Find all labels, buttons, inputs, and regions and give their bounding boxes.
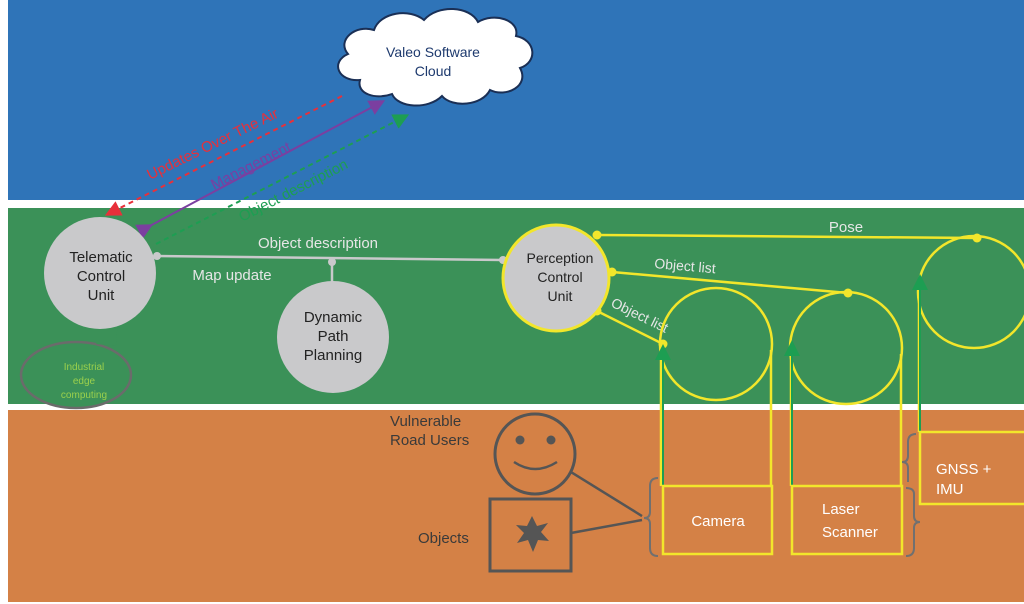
laser-bracket <box>905 487 921 557</box>
planning-label-line3: Planning <box>304 347 362 364</box>
laser-label-line2: Scanner <box>822 524 878 541</box>
object-description-link-label: Object description <box>258 235 378 252</box>
objects-pointer <box>570 518 643 535</box>
link-tcu-pcu <box>155 254 504 262</box>
laser-label-line1: Laser <box>822 501 860 518</box>
telematic-control-unit: Telematic Control Unit <box>44 217 156 329</box>
vru-label-line1: Vulnerable <box>390 413 461 430</box>
tcu-label-line2: Control <box>77 268 125 285</box>
pcu-label-line2: Control <box>537 269 582 285</box>
perception-control-unit: Perception Control Unit <box>501 223 611 333</box>
object-description-arrow <box>155 114 410 245</box>
smiley-face-icon <box>493 412 577 496</box>
pose-dot-start <box>592 230 602 240</box>
star-object-icon <box>488 497 573 573</box>
objects-label: Objects <box>418 530 469 547</box>
pose-label: Pose <box>829 219 863 236</box>
dynamic-path-planning: Dynamic Path Planning <box>277 281 389 393</box>
link-dot-planning <box>328 258 336 266</box>
cloud-label-line2: Cloud <box>415 63 452 79</box>
planning-label-line1: Dynamic <box>304 309 363 326</box>
gnss-imu-box: GNSS + IMU <box>918 430 1024 506</box>
edge-label-line3: computing <box>61 390 107 401</box>
camera-bracket <box>643 477 659 557</box>
camera-box: Camera <box>661 484 774 556</box>
object-list-link-laser <box>611 270 849 295</box>
object-list-label-1: Object list <box>654 255 717 276</box>
management-arrow <box>135 100 386 239</box>
laser-scanner-box: Laser Scanner <box>790 484 904 556</box>
valeo-cloud: Valeo Software Cloud <box>337 7 534 107</box>
cloud-label-line1: Valeo Software <box>386 44 480 60</box>
tcu-label-line1: Telematic <box>69 249 133 266</box>
pcu-label-line1: Perception <box>527 250 594 266</box>
camera-label: Camera <box>691 513 745 530</box>
link-dot-tcu <box>153 252 161 260</box>
gnss-label-line2: IMU <box>936 481 964 498</box>
tcu-label-line3: Unit <box>88 287 116 304</box>
edge-label-line1: Industrial <box>64 362 105 373</box>
planning-label-line2: Path <box>318 328 349 345</box>
edge-label-line2: edge <box>73 376 96 387</box>
gnss-bracket <box>901 433 917 482</box>
pose-link <box>596 233 978 240</box>
vru-label-line2: Road Users <box>390 432 469 449</box>
map-update-link-label: Map update <box>192 267 271 284</box>
gnss-label-line1: GNSS + <box>936 461 992 478</box>
vru-pointer <box>570 470 643 518</box>
pcu-label-line3: Unit <box>548 288 573 304</box>
object-list-link-camera <box>596 309 664 346</box>
